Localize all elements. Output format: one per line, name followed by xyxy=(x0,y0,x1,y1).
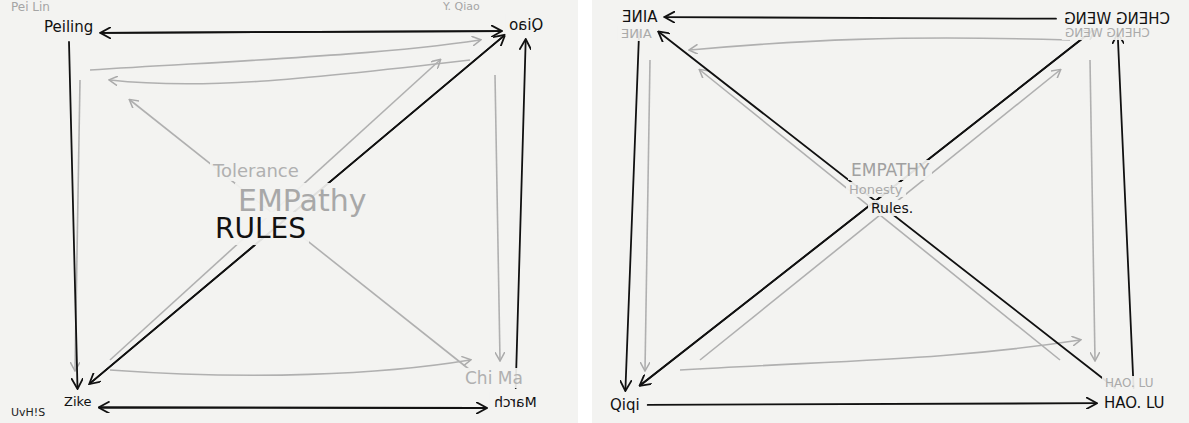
person-name: Qiqi xyxy=(606,394,644,416)
arrow-connector xyxy=(101,31,501,33)
name-text: AINE xyxy=(622,8,657,26)
arrow-connector xyxy=(640,29,1094,385)
board-note: HAO. LU xyxy=(1102,376,1156,390)
arrow-connector xyxy=(625,32,639,390)
board-note: Chi Ma xyxy=(462,368,526,388)
person-name: Qiao xyxy=(505,14,547,36)
board-note: AINE xyxy=(618,26,655,41)
board-note: Honesty xyxy=(846,182,906,197)
board-note: CHENG WENG xyxy=(1062,26,1153,40)
board-note: Pei Lin xyxy=(8,0,53,14)
board-note: Y. Qiao xyxy=(440,0,483,13)
arrow-connector xyxy=(100,407,486,409)
arrow-connector xyxy=(1118,34,1134,388)
person-name: Zike xyxy=(60,392,96,411)
arrow-connector xyxy=(665,17,1056,19)
person-name: AINE xyxy=(618,6,661,28)
board-note: Rules. xyxy=(868,200,916,216)
board-note: RULES xyxy=(212,212,309,245)
arrow-connector xyxy=(69,42,78,388)
arrow-connector xyxy=(101,31,501,33)
board-note: Tolerance xyxy=(210,160,302,181)
arrow-connector xyxy=(516,40,526,388)
arrow-connector xyxy=(90,35,504,383)
person-name: Peiling xyxy=(40,16,97,38)
arrow-connector xyxy=(659,32,1115,388)
arrow-connector xyxy=(648,403,1096,405)
name-text: Qiqi xyxy=(610,396,640,414)
name-text: Peiling xyxy=(44,18,93,36)
name-text: Zike xyxy=(64,394,92,409)
person-name: HAO. LU xyxy=(1100,392,1169,414)
person-name: March xyxy=(490,392,541,412)
board-note: UvH!S xyxy=(8,406,48,419)
board-note: EMPATHY xyxy=(848,160,932,180)
name-text: HAO. LU xyxy=(1104,394,1165,412)
arrow-connector xyxy=(90,35,504,383)
arrow-connector xyxy=(640,29,1094,385)
arrow-connector xyxy=(100,407,486,409)
name-text: March xyxy=(494,394,537,410)
name-text: Qiao xyxy=(509,16,543,34)
